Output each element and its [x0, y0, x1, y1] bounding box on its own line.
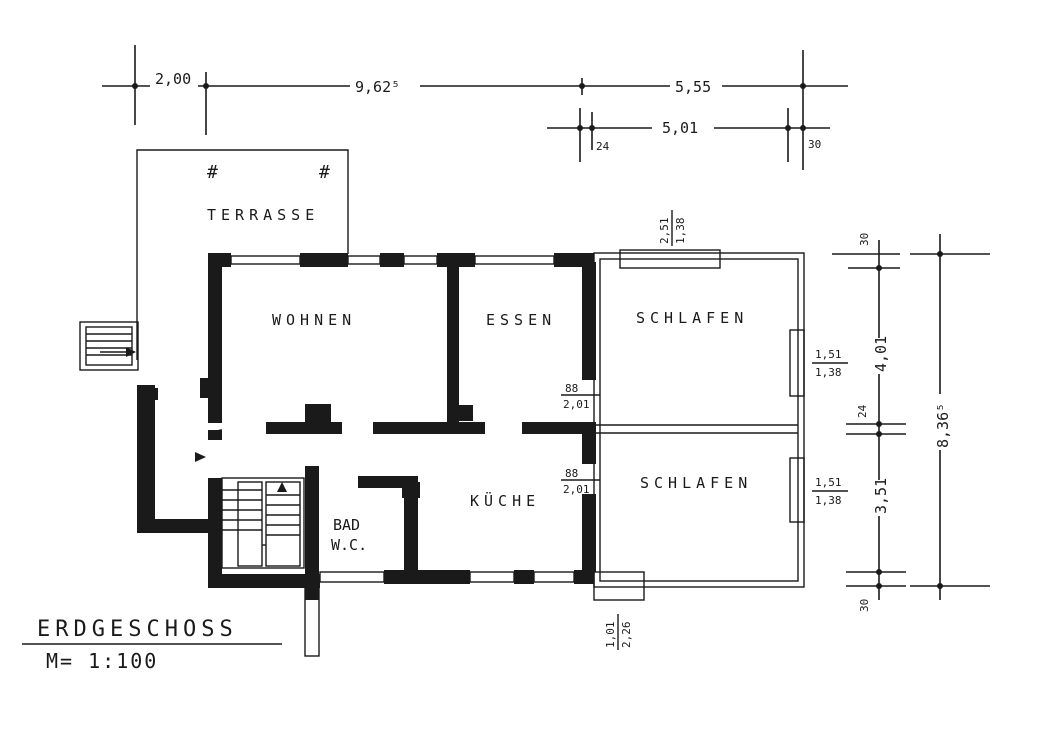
svg-text:2,26: 2,26: [620, 622, 633, 649]
room-label-bedroom-2: SCHLAFEN: [640, 474, 752, 492]
dim-inner-right-small: 30: [808, 138, 821, 151]
interior-walls: [266, 262, 596, 578]
building-walls: [200, 249, 805, 657]
outdoor-steps-icon: [79, 321, 139, 371]
door-marks: [215, 394, 600, 481]
room-label-kitchen: KÜCHE: [470, 491, 540, 510]
room-label-wc: W.C.: [331, 536, 367, 554]
door-label-2-den: 2,01: [563, 483, 590, 496]
dim-inner-left-small: 24: [596, 140, 610, 153]
svg-text:1,01: 1,01: [604, 622, 617, 649]
door-label-2-num: 88: [565, 467, 578, 480]
dim-right-351: 3,51: [872, 478, 890, 514]
dim-top-b: 9,62⁵: [355, 78, 400, 96]
room-label-terrace: TERRASSE: [207, 206, 319, 224]
room-label-dining: ESSEN: [486, 311, 556, 329]
terrace-post-left-icon: #: [207, 162, 218, 183]
terrace-outline: # #: [136, 149, 349, 360]
svg-text:2,51: 2,51: [658, 218, 671, 245]
door-label-1-num: 88: [565, 382, 578, 395]
dim-inner-top: 5,01: [662, 119, 698, 137]
dim-right-total: 8,36⁵: [934, 403, 952, 448]
plan-title: ERDGESCHOSS: [37, 617, 238, 642]
window-label-right1-den: 1,38: [815, 366, 842, 379]
dim-right-401: 4,01: [872, 336, 890, 372]
window-label-top: 2,51 1,38: [658, 210, 687, 246]
dim-right-24: 24: [856, 404, 869, 418]
window-label-right2-num: 1,51: [815, 476, 842, 489]
terrace-post-right-icon: #: [319, 162, 330, 183]
svg-text:1,38: 1,38: [674, 218, 687, 245]
window-label-bottom: 1,01 2,26: [604, 614, 633, 650]
dim-top-a: 2,00: [155, 70, 191, 88]
window-label-right2-den: 1,38: [815, 494, 842, 507]
door-label-1-den: 2,01: [563, 398, 590, 411]
dim-right-30-top: 30: [858, 233, 871, 246]
right-dimension-chain: [832, 234, 990, 600]
top-dimension-chain: [102, 45, 848, 170]
dim-right-30-bottom: 30: [858, 599, 871, 612]
room-label-bath: BAD: [333, 516, 360, 534]
window-label-right1-num: 1,51: [815, 348, 842, 361]
plan-scale: M= 1:100: [46, 649, 158, 673]
room-label-bedroom-1: SCHLAFEN: [636, 309, 748, 327]
dim-top-c: 5,55: [675, 78, 711, 96]
room-label-living: WOHNEN: [272, 311, 356, 329]
porch-wall: [137, 385, 217, 533]
staircase-icon: [221, 477, 305, 569]
